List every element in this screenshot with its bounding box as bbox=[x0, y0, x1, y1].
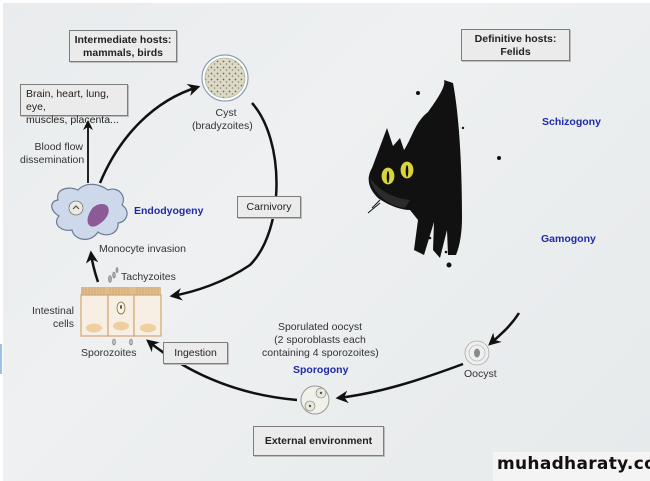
sporulated-oocyst-icon bbox=[300, 385, 330, 415]
arrow-oocyst-to-sporulated bbox=[335, 362, 464, 404]
intestinal-cells-line-2: cells bbox=[52, 318, 74, 330]
intestinal-cells-label: Intestinal cells bbox=[27, 305, 74, 331]
stage-schizogony: Schizogony bbox=[542, 116, 601, 128]
slide-edge-marker bbox=[0, 344, 2, 374]
cyst-label-line-2: (bradyzoites) bbox=[192, 120, 253, 132]
carnivory-label: Carnivory bbox=[246, 201, 292, 213]
ingestion-box: Ingestion bbox=[163, 342, 228, 364]
sporulated-oocyst-line-3: containing 4 sporozoites) bbox=[262, 347, 379, 359]
intermediate-hosts-box: Intermediate hosts: mammals, birds bbox=[69, 30, 177, 62]
arrow-monocyte-to-cyst bbox=[98, 83, 201, 184]
sporozoites-icon bbox=[112, 338, 133, 346]
stage-endodyogeny: Endodyogeny bbox=[134, 205, 204, 217]
intermediate-hosts-title: Intermediate hosts: bbox=[74, 34, 172, 46]
organs-line-1: Brain, heart, lung, eye, bbox=[26, 88, 109, 113]
sporozoites-label: Sporozoites bbox=[81, 347, 137, 359]
tachyzoites-label: Tachyzoites bbox=[121, 271, 176, 283]
monocyte-icon bbox=[51, 183, 128, 240]
cat-illustration bbox=[367, 80, 501, 268]
watermark: muhadharaty.com bbox=[497, 454, 650, 474]
arrow-cells-to-monocyte bbox=[85, 250, 100, 283]
cyst-label: Cyst (bradyzoites) bbox=[192, 107, 253, 133]
cyst-label-line-1: Cyst bbox=[215, 107, 237, 119]
tachyzoites-icon bbox=[108, 267, 119, 283]
oocyst-label: Oocyst bbox=[464, 368, 497, 380]
carnivory-box: Carnivory bbox=[237, 196, 301, 218]
external-environment-label: External environment bbox=[264, 435, 373, 447]
arrow-carnivory bbox=[169, 102, 278, 301]
definitive-hosts-title: Definitive hosts: bbox=[474, 33, 557, 45]
definitive-hosts-subtitle: Felids bbox=[500, 46, 531, 58]
definitive-hosts-box: Definitive hosts: Felids bbox=[461, 29, 570, 61]
oocyst-icon bbox=[464, 340, 490, 366]
watermark-background bbox=[493, 452, 650, 481]
blood-flow-line-1: Blood flow bbox=[34, 141, 83, 153]
monocyte-invasion-label: Monocyte invasion bbox=[99, 243, 186, 255]
arrow-cat-to-oocyst bbox=[488, 312, 521, 346]
external-environment-box: External environment bbox=[253, 426, 384, 456]
arrow-ingestion bbox=[146, 339, 298, 402]
intermediate-hosts-subtitle: mammals, birds bbox=[83, 47, 163, 59]
organs-box: Brain, heart, lung, eye, muscles, placen… bbox=[20, 84, 128, 126]
blood-flow-label: Blood flow dissemination bbox=[20, 141, 85, 167]
intestinal-cells-line-1: Intestinal bbox=[31, 305, 74, 317]
cyst-icon bbox=[201, 54, 249, 102]
ingestion-label: Ingestion bbox=[174, 347, 217, 359]
sporulated-oocyst-line-2: (2 sporoblasts each bbox=[274, 334, 366, 346]
intestinal-cells-icon bbox=[80, 287, 162, 337]
stage-sporogony: Sporogony bbox=[293, 364, 349, 376]
sporulated-oocyst-line-1: Sporulated oocyst bbox=[277, 321, 363, 333]
stage-gamogony: Gamogony bbox=[541, 233, 596, 245]
blood-flow-line-2: dissemination bbox=[20, 154, 85, 166]
sporulated-oocyst-label: Sporulated oocyst (2 sporoblasts each co… bbox=[262, 321, 379, 360]
organs-line-2: muscles, placenta... bbox=[26, 114, 119, 126]
